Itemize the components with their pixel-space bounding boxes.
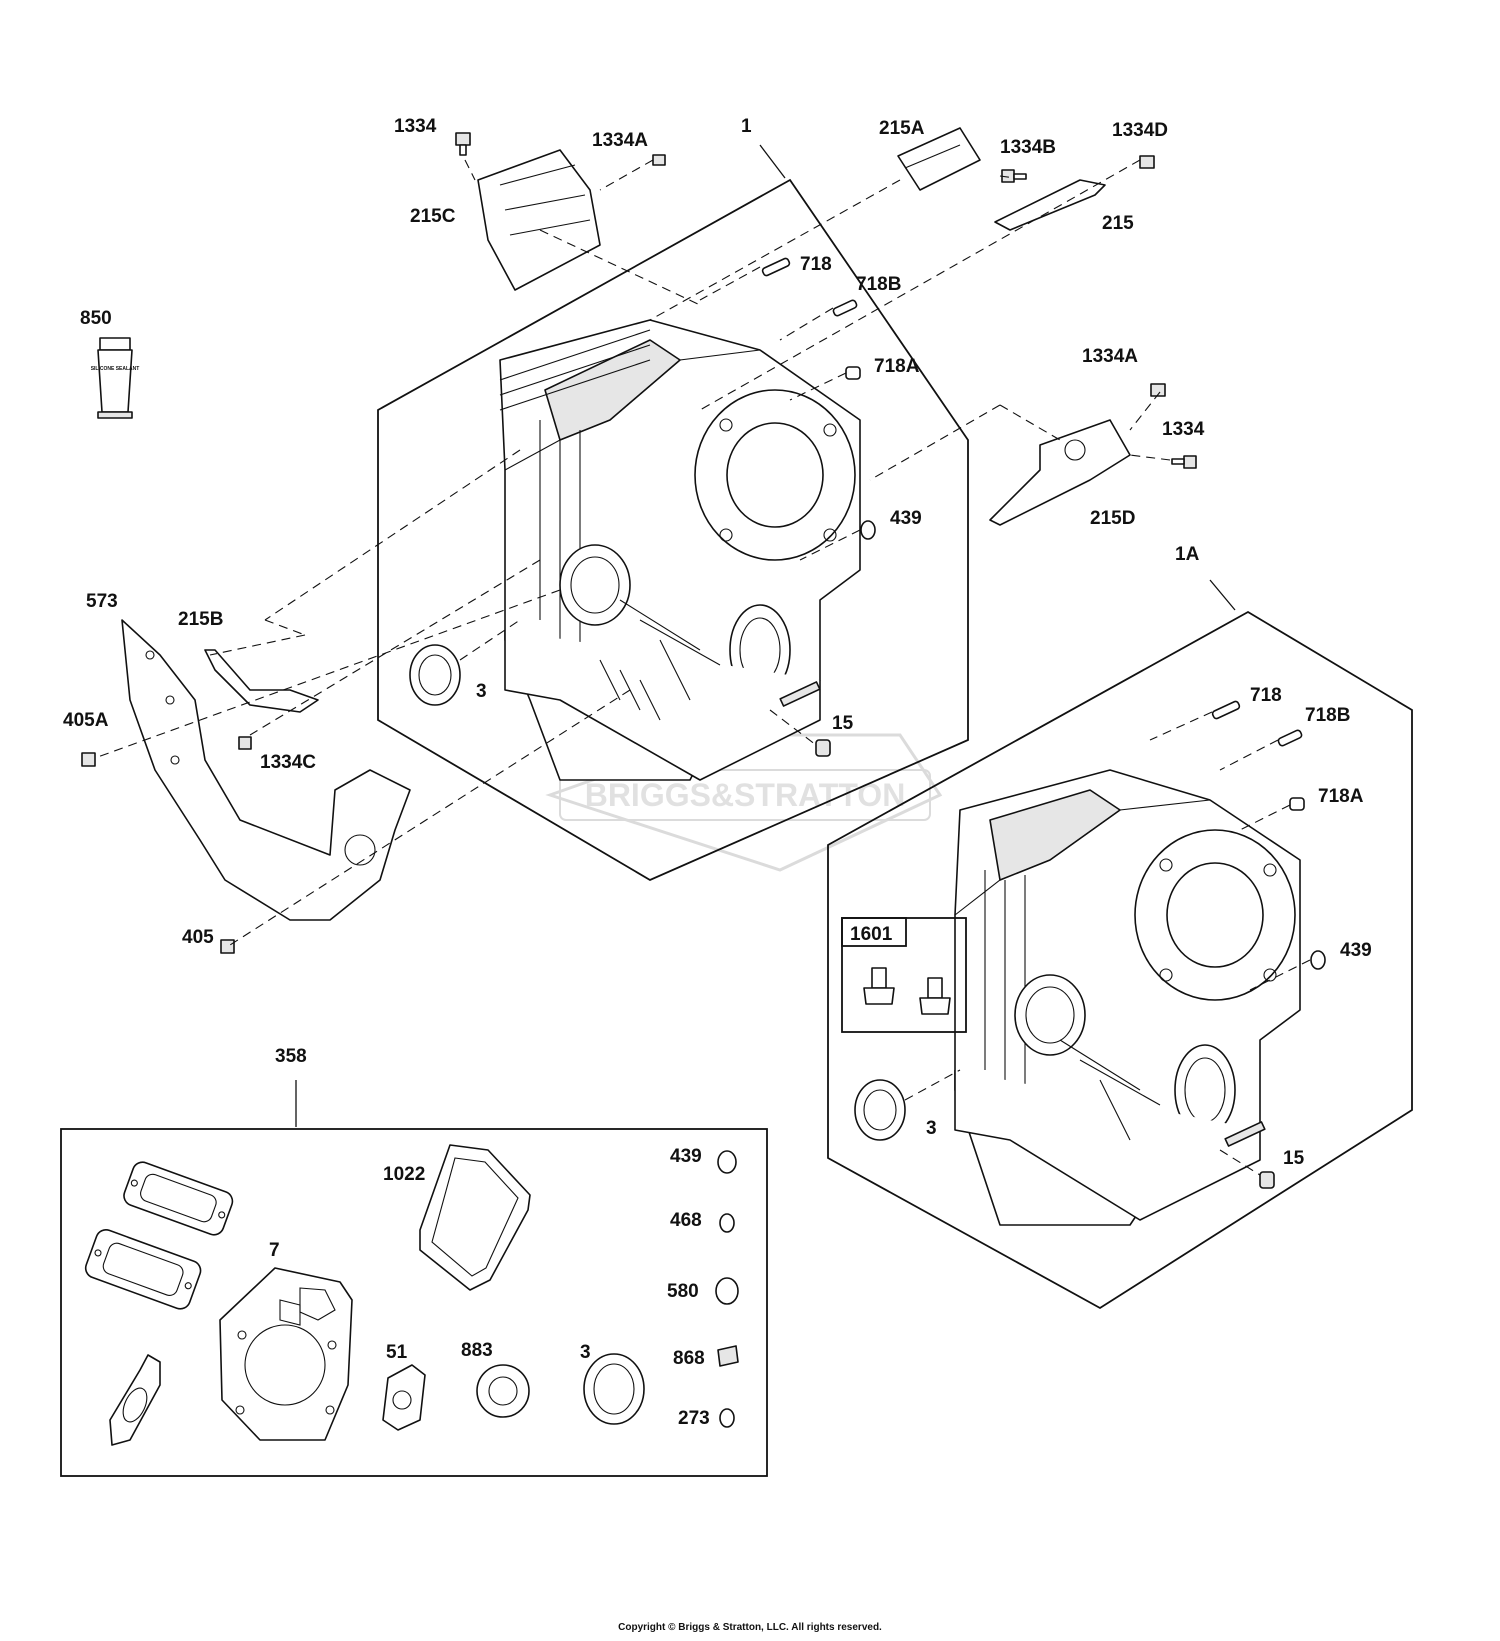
sealant-tube-850: SILICONE SEALANT (91, 337, 140, 419)
bolt-1334C (238, 736, 252, 750)
o-ring-439-b (1310, 950, 1326, 970)
label-439: 439 (890, 508, 922, 529)
pin-718B (832, 299, 858, 317)
label-358: 358 (275, 1046, 307, 1067)
label-850: 850 (80, 308, 112, 329)
label-718B: 718B (856, 274, 901, 295)
label-215A: 215A (879, 118, 925, 139)
crankcase-1 (499, 319, 861, 781)
watermark-text: BRIGGS&STRATTON (585, 777, 906, 813)
callout-labels: 1334 1334A 215C 1 215A 1334B 1334D 215 7… (63, 116, 1372, 1429)
gasket-51 (382, 1364, 426, 1431)
label-3: 3 (476, 681, 487, 702)
plug-15 (815, 739, 831, 757)
dowel-718A (845, 366, 861, 380)
label-573: 573 (86, 591, 118, 612)
label-1: 1 (741, 116, 752, 137)
gasket-exhaust-mid (84, 1229, 202, 1310)
label-15: 15 (832, 713, 854, 734)
label-273: 273 (678, 1408, 710, 1429)
seal-3-b (854, 1079, 906, 1141)
label-718B-b: 718B (1305, 705, 1350, 726)
label-405A: 405A (63, 710, 109, 731)
label-3-b: 3 (926, 1118, 937, 1139)
label-215D: 215D (1090, 508, 1135, 529)
label-439-kit: 439 (670, 1146, 702, 1167)
bolt-1601-a (863, 967, 895, 1005)
shield-215 (994, 179, 1106, 231)
o-ring-439 (860, 520, 876, 540)
shield-215D (989, 419, 1131, 526)
copyright-notice: Copyright © Briggs & Stratton, LLC. All … (618, 1622, 882, 1633)
bracket-215A (897, 127, 981, 191)
dowel-718A-b (1289, 797, 1305, 811)
label-1334B: 1334B (1000, 137, 1056, 158)
assembly-lines (94, 159, 1311, 1176)
bolt-1334-right (1171, 455, 1197, 469)
bolt-1334-top (455, 132, 471, 156)
gasket-head-7 (219, 1267, 353, 1441)
label-439-b: 439 (1340, 940, 1372, 961)
label-1334-top: 1334 (394, 116, 437, 137)
label-718: 718 (800, 254, 832, 275)
label-1334A-top: 1334A (592, 130, 648, 151)
label-718A-b: 718A (1318, 786, 1364, 807)
label-580: 580 (667, 1281, 699, 1302)
bolt-1334D (1139, 155, 1155, 169)
label-215C: 215C (410, 206, 456, 227)
watermark-logo: BRIGGS&STRATTON (545, 733, 943, 872)
bolt-1601-b (919, 977, 951, 1015)
label-215: 215 (1102, 213, 1134, 234)
plug-15-b (1259, 1171, 1275, 1189)
frame-gasket-kit-358 (60, 1128, 768, 1477)
label-868: 868 (673, 1348, 705, 1369)
label-51: 51 (386, 1342, 408, 1363)
bolt-405 (220, 939, 235, 954)
bolt-1334A-right (1150, 383, 1166, 397)
label-215B: 215B (178, 609, 223, 630)
crankcase-1A (954, 769, 1301, 1226)
label-718A: 718A (874, 356, 920, 377)
label-15-b: 15 (1283, 1148, 1305, 1169)
shield-215C (477, 149, 601, 291)
label-1334A-right: 1334A (1082, 346, 1138, 367)
label-468: 468 (670, 1210, 702, 1231)
plate-573 (121, 619, 411, 921)
gasket-883 (476, 1364, 530, 1418)
label-1334-right: 1334 (1162, 419, 1205, 440)
pin-718B-b (1277, 729, 1303, 747)
gasket-intake (109, 1354, 161, 1446)
label-405: 405 (182, 927, 214, 948)
label-718-b: 718 (1250, 685, 1282, 706)
seal-3-kit (583, 1353, 645, 1425)
label-1A: 1A (1175, 544, 1200, 565)
label-1334D: 1334D (1112, 120, 1168, 141)
label-1334C: 1334C (260, 752, 316, 773)
frame-block-1 (377, 178, 969, 882)
label-3-kit: 3 (580, 1342, 591, 1363)
label-1022: 1022 (383, 1164, 425, 1185)
frame-block-1A (827, 610, 1413, 1310)
label-883: 883 (461, 1340, 493, 1361)
gasket-1022 (419, 1144, 531, 1291)
sealant-tube-label: SILICONE SEALANT (91, 366, 140, 372)
label-7: 7 (269, 1240, 280, 1261)
gasket-exhaust-top (123, 1161, 234, 1236)
seal-3 (409, 644, 461, 706)
bolt-1334B (1001, 169, 1027, 183)
bolt-1334A-top (652, 154, 666, 166)
o-rings-kit (715, 1150, 739, 1428)
bracket-215B (204, 649, 319, 713)
pin-718-b (1211, 700, 1241, 720)
bolt-405A (81, 752, 96, 767)
label-1601: 1601 (850, 924, 893, 945)
pin-718 (761, 257, 791, 277)
